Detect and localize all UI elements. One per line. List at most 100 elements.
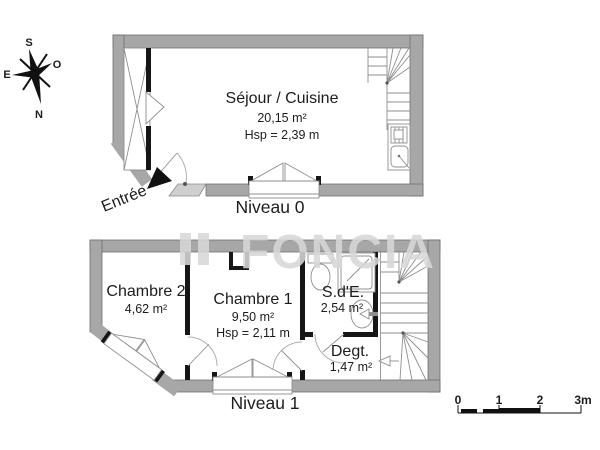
l1-partition-chambre1 [300,252,305,340]
scale-dash-2 [483,409,499,413]
l0-entry-threshold [168,183,207,197]
l1-level-label: Niveau 1 [230,393,299,413]
l1-degt-area: 1,47 m² [330,360,372,374]
level0-plan: Entrée Séjour / Cuisine 20,15 m² Hsp = 2… [99,34,424,217]
l1-door-sde-arc [314,333,345,364]
l1-wall-left [89,239,103,333]
l1-stair-pivot-up [397,280,401,284]
l0-room-ceiling: Hsp = 2,39 m [245,128,320,142]
l1-partition-sde-bottom-right [343,332,378,337]
l0-level-label: Niveau 0 [235,197,304,217]
scale-tick-1: 1 [496,393,503,407]
scale-dash-1 [461,409,477,413]
l0-window-bottom-jamb-left [248,176,253,185]
l1-partition-chambre2-low [185,365,190,380]
l1-stair-winders-down [399,332,429,381]
l1-partition-sde-bottom-left [300,332,313,337]
l1-partition-sde-right [373,252,378,337]
l1-partition-chambre1-low [300,370,305,380]
l0-door-swing-arc [176,152,187,184]
scale-tick-2: 2 [537,393,544,407]
l1-window-bottom-leaf-left [216,358,253,378]
l0-window-left-cross [123,47,151,171]
watermark-brand-text: FONCIA [240,226,436,279]
l1-window-bottom [212,358,293,395]
l0-entrance-door [147,152,187,189]
compass-label-o: O [53,59,62,71]
l0-wall-left [112,34,125,146]
compass-needle-d2 [19,58,51,88]
l1-chambre1-name: Chambre 1 [213,291,292,308]
l0-window-bottom [248,162,321,199]
l1-stair-direction-arrow [377,355,391,367]
l1-window-angled-jamb-left [100,330,112,344]
l0-door-hinge [183,182,187,186]
toilet-tank [307,253,334,264]
washbasin-icon [350,299,378,329]
l1-window-angled [100,330,165,383]
l0-wall-bottom-right [318,183,424,197]
l1-door-chambre1-arc [272,341,303,372]
l1-window-bottom-jamb-left [212,372,217,381]
l1-window-angled-leaf-left [112,333,145,352]
shower-inner [340,255,373,290]
scale-tick-3: 3m [574,393,591,407]
level1-plan: Chambre 2 4,62 m² Chambre 1 9,50 m² Hsp … [89,239,441,413]
l0-window-left-jamb-top [146,48,151,92]
entrance-arrow-icon [147,167,172,189]
l0-kitchen-sink-icon [387,123,411,171]
washbasin-tap-arrow [359,308,370,320]
l1-chambre1-area: 9,50 m² [232,310,274,324]
l1-stair-winders-up [398,251,429,283]
l1-stair-treads [381,252,428,334]
l0-window-left-casement [145,91,165,126]
l0-window-left [123,47,165,171]
l0-sink-faucet-dot [397,154,401,158]
l0-window-bottom-frame [248,180,320,199]
watermark-logo-bar-2 [198,233,209,265]
toilet-bowl [310,263,331,291]
l0-window-left-jamb-bottom [146,126,151,170]
l0-wall-top [112,34,424,49]
l0-window-bottom-leaf-right [284,162,319,182]
l1-chambre2-area: 4,62 m² [125,302,167,316]
compass-label-n: N [35,109,43,121]
scale-solid-segment [499,408,540,413]
l0-window-bottom-jamb-right [316,176,321,185]
l1-door-chambre2-arc [187,336,218,367]
l1-staircase-icon [377,251,429,381]
toilet-icon [307,253,334,291]
l0-wall-right [409,34,424,197]
l0-room-name: Séjour / Cuisine [226,90,339,107]
compass-label-e: E [3,69,10,81]
l1-door-sde-leaf [322,333,345,353]
compass-rose-icon: S O E N [3,37,61,121]
l0-sink-small-basin [393,129,404,140]
l0-stair-treads [367,48,410,130]
scale-bar: 0 1 2 3m [455,393,592,414]
l1-window-bottom-leaf-right [252,358,289,378]
l0-window-bottom-leaf-left [249,162,284,182]
l1-sde-area: 2,54 m² [321,301,363,315]
l1-wall-bottom-right [289,379,441,393]
l1-window-bottom-jamb-right [287,372,292,381]
l1-chambre1-ceiling: Hsp = 2,11 m [216,326,290,340]
scale-tick-0: 0 [455,393,462,407]
l0-room-area: 20,15 m² [257,111,306,125]
l1-door-chambre1 [272,341,303,372]
shower-icon [337,252,376,293]
watermark-logo-bar-1 [180,233,191,265]
l1-door-chambre2-leaf [187,343,210,367]
l0-wall-bottom-left [205,183,252,197]
l1-chimney-duct [229,252,249,270]
shower-diagonal [346,258,370,282]
l1-window-angled-leaf-right [135,339,160,369]
watermark: FONCIA [180,226,436,279]
l0-sink-faucet [398,155,410,169]
l1-window-bottom-frame [212,376,293,395]
l0-stair-winders [386,47,411,84]
compass-label-s: S [25,37,32,49]
l1-door-chambre1-leaf [280,349,303,372]
